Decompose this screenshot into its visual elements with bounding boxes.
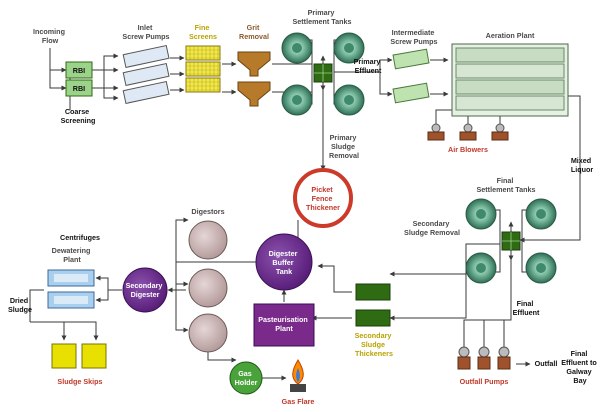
pasteurisation-plant-label: Pasteurisation Plant [258, 315, 310, 333]
primary-effluent-label: Primary Effluent [354, 57, 383, 75]
digester-buffer-tank [255, 233, 313, 291]
secondary-digester [122, 267, 168, 313]
secondary-sludge-thickeners [355, 283, 391, 327]
inlet-screw-pumps-label: Inlet Screw Pumps [122, 23, 169, 41]
air-blowers [427, 123, 509, 141]
secondary-sludge-removal-label: Secondary Sludge Removal [404, 219, 460, 237]
outfall-pumps [457, 346, 511, 370]
centrifuges-label: Centrifuges [60, 233, 100, 242]
primary-sludge-removal-label: Primary Sludge Removal [329, 133, 359, 160]
aeration-plant [451, 43, 569, 117]
mixed-liquor-label: Mixed Liquor [571, 156, 594, 174]
sludge-skips-label: Sludge Skips [57, 377, 102, 386]
picket-fence-thickener-label: Picket Fence Thickener [306, 185, 340, 212]
final-settlement-tanks-label: Final Settlement Tanks [477, 176, 536, 194]
grit-removal [237, 51, 271, 107]
secondary-digester-label: Secondary Digester [126, 281, 165, 299]
inlet-screw-pumps [122, 44, 170, 105]
gas-flare-icon [290, 359, 306, 392]
digester-buffer-tank-label: Digester Buffer Tank [269, 249, 300, 276]
intermediate-screw-pumps-label: Intermediate Screw Pumps [390, 28, 437, 46]
labels: Incoming Flow Coarse Screening Inlet Scr… [8, 8, 599, 406]
gas-holder [229, 361, 263, 395]
outfall-pumps-label: Outfall Pumps [460, 377, 509, 386]
pasteurisation-plant [253, 303, 315, 347]
final-effluent-label: Final Effluent [513, 299, 540, 317]
picket-fence-thickener [293, 168, 353, 228]
digestors [188, 220, 228, 353]
digestors-label: Digestors [191, 207, 224, 216]
sludge-skips [51, 343, 107, 369]
primary-settlement-tanks-label: Primary Settlement Tanks [293, 8, 352, 26]
outfall-label: Outfall [535, 359, 558, 368]
rbi-label-2: RBI [73, 84, 85, 93]
air-blowers-label: Air Blowers [448, 145, 488, 154]
dewatering-plant [47, 269, 95, 309]
intermediate-screw-pumps [392, 48, 430, 104]
fine-screens-label: Fine Screens [189, 23, 217, 41]
dried-sludge-label: Dried Sludge [8, 296, 32, 314]
incoming-flow-label: Incoming Flow [33, 27, 67, 45]
dewatering-plant-label: Dewatering Plant [52, 246, 93, 264]
gas-holder-label: Gas Holder [235, 369, 258, 387]
aeration-plant-label: Aeration Plant [486, 31, 535, 40]
final-settlement-tanks [465, 198, 557, 284]
secondary-sludge-thickeners-label: Secondary Sludge Thickeners [355, 331, 394, 358]
primary-settlement-tanks [281, 32, 365, 116]
rbi-label-1: RBI [73, 66, 85, 75]
coarse-screening-label: Coarse Screening [61, 107, 96, 125]
final-effluent-to-galway-bay-label: Final Effluent to Galway Bay [561, 349, 599, 385]
grit-removal-label: Grit Removal [239, 23, 269, 41]
rbi-units: RBI RBI [65, 61, 93, 97]
fine-screens [185, 45, 221, 93]
gas-flare-label: Gas Flare [282, 397, 315, 406]
